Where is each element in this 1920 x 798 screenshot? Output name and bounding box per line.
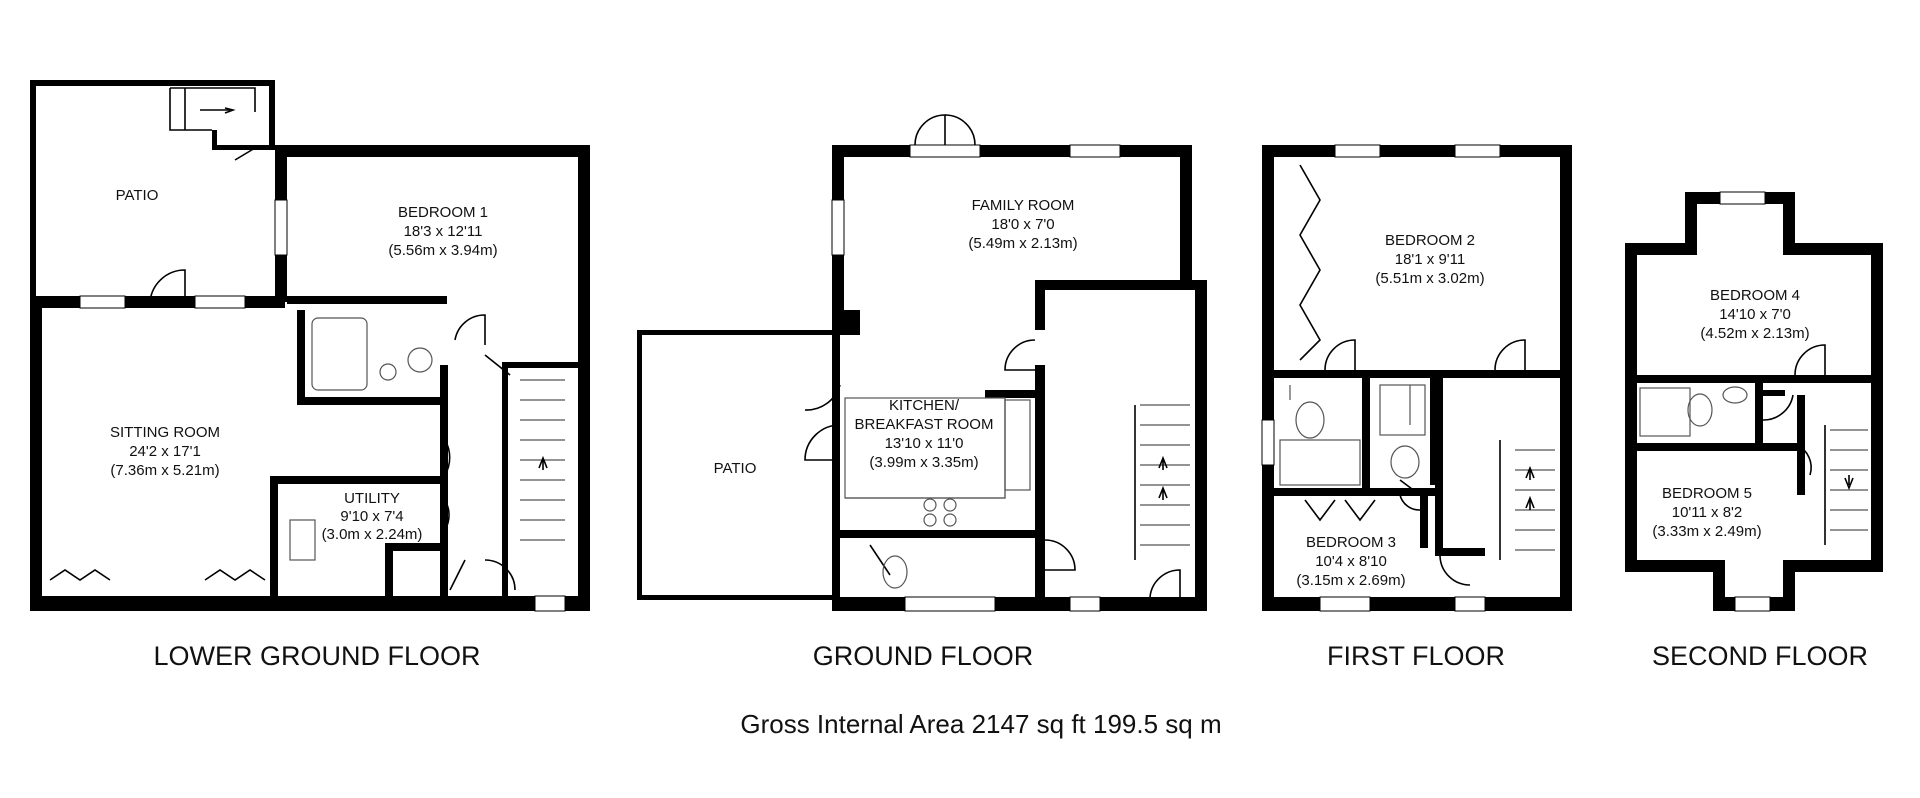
floor-title: FIRST FLOOR: [1327, 641, 1505, 671]
floor-titles: LOWER GROUND FLOOR GROUND FLOOR FIRST FL…: [153, 641, 1868, 671]
room-size-m: (5.49m x 2.13m): [968, 235, 1077, 252]
room-size-m: (3.33m x 2.49m): [1652, 523, 1761, 540]
room-size-m: (7.36m x 5.21m): [110, 462, 219, 479]
room-size-ft: 9'10 x 7'4: [340, 508, 403, 525]
room-labels: PATIO BEDROOM 1 18'3 x 12'11 (5.56m x 3.…: [110, 187, 1810, 589]
room-name: BEDROOM 1: [398, 204, 488, 221]
room-size-ft: 24'2 x 17'1: [129, 443, 201, 460]
room-name: FAMILY ROOM: [972, 197, 1075, 214]
room-size-ft: 13'10 x 11'0: [885, 435, 964, 452]
room-name-line2: BREAKFAST ROOM: [855, 416, 994, 433]
room-size-ft: 14'10 x 7'0: [1719, 306, 1791, 323]
second-floor-plan: [1625, 191, 1883, 612]
room-name: SITTING ROOM: [110, 424, 220, 441]
room-name: BEDROOM 5: [1662, 485, 1752, 502]
ground-floor-plan: [637, 114, 1207, 612]
room-size-m: (3.0m x 2.24m): [322, 526, 423, 543]
room-name: UTILITY: [344, 490, 400, 507]
gross-internal-area: Gross Internal Area 2147 sq ft 199.5 sq …: [740, 709, 1221, 739]
room-name: PATIO: [714, 460, 757, 477]
first-floor-plan: [1261, 144, 1572, 612]
room-size-ft: 18'0 x 7'0: [991, 216, 1054, 233]
room-size-ft: 18'1 x 9'11: [1395, 251, 1466, 268]
room-size-m: (5.51m x 3.02m): [1375, 270, 1484, 287]
room-size-m: (5.56m x 3.94m): [388, 242, 497, 259]
room-name: PATIO: [116, 187, 159, 204]
room-name: KITCHEN/: [889, 397, 960, 414]
floor-title: SECOND FLOOR: [1652, 641, 1868, 671]
room-size-m: (3.99m x 3.35m): [869, 454, 978, 471]
room-name: BEDROOM 2: [1385, 232, 1475, 249]
room-name: BEDROOM 4: [1710, 287, 1800, 304]
room-size-ft: 10'4 x 8'10: [1315, 553, 1387, 570]
floor-title: GROUND FLOOR: [813, 641, 1034, 671]
room-size-ft: 18'3 x 12'11: [404, 223, 483, 240]
room-size-ft: 10'11 x 8'2: [1672, 504, 1743, 521]
room-name: BEDROOM 3: [1306, 534, 1396, 551]
floor-title: LOWER GROUND FLOOR: [153, 641, 480, 671]
lower-ground-floor-plan: [30, 80, 590, 612]
room-size-m: (4.52m x 2.13m): [1700, 325, 1809, 342]
room-size-m: (3.15m x 2.69m): [1296, 572, 1405, 589]
